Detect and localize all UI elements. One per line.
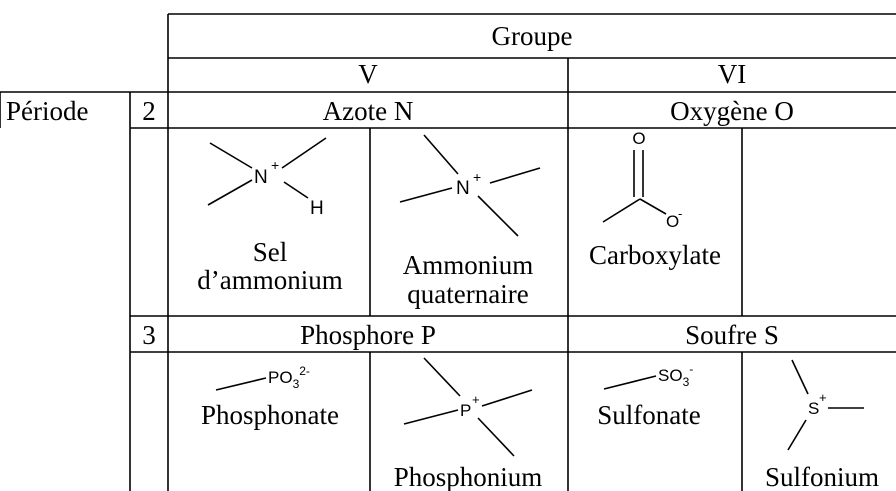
po-charge: 2- — [299, 364, 310, 378]
periode-label: Période — [6, 96, 88, 126]
nitrogen-atom: N — [254, 167, 268, 188]
ammonium-quaternaire-structure: N + — [399, 134, 541, 237]
po-group: PO32- — [268, 364, 310, 391]
element-oxygene: Oxygène O — [670, 96, 794, 126]
so-subscript: 3 — [683, 375, 690, 389]
phosphonate-structure: PO32- — [215, 364, 310, 391]
sulfonate-structure: SO3- — [603, 362, 693, 390]
carboxylate-structure: O O - — [602, 129, 682, 231]
element-azote: Azote N — [323, 96, 414, 126]
table-grid — [0, 13, 896, 491]
phosphorus-atom: P — [460, 401, 471, 420]
hydrogen-atom: H — [310, 198, 324, 219]
plus-charge: + — [271, 157, 279, 173]
sel-label-line2: d’ammonium — [197, 265, 342, 295]
period-2-number: 2 — [142, 96, 156, 126]
ammonium-label-line1: Ammonium — [403, 250, 534, 280]
phosphonium-structure: P + — [403, 357, 533, 457]
oxygen-atom-top: O — [632, 129, 645, 148]
phosphonium-label: Phosphonium — [394, 462, 543, 491]
oxygen-atom-anion: O — [666, 212, 679, 231]
plus-charge: + — [819, 390, 827, 405]
sel-ammonium-structure: N + H — [207, 137, 327, 219]
sulfur-atom: S — [808, 399, 819, 418]
group-v-header: V — [358, 59, 378, 89]
so-charge: - — [689, 362, 693, 376]
sulfonium-label: Sulfonium — [765, 462, 879, 491]
carboxylate-label: Carboxylate — [589, 240, 721, 270]
sel-label-line1: Sel — [253, 237, 288, 267]
groupe-header: Groupe — [492, 21, 573, 51]
po-text: PO — [268, 368, 293, 387]
nitrogen-atom: N — [456, 178, 470, 199]
sulfonate-label: Sulfonate — [597, 400, 700, 430]
plus-charge: + — [473, 169, 481, 185]
sulfonium-structure: S + — [787, 359, 864, 451]
element-phosphore: Phosphore P — [300, 320, 436, 350]
po-subscript: 3 — [293, 377, 300, 391]
ammonium-label-line2: quaternaire — [407, 279, 528, 309]
plus-charge: + — [472, 392, 480, 407]
element-soufre: Soufre S — [685, 320, 779, 350]
minus-charge: - — [678, 206, 682, 221]
so-text: SO — [658, 366, 683, 385]
group-vi-header: VI — [718, 59, 747, 89]
phosphonate-label: Phosphonate — [201, 400, 339, 430]
period-3-number: 3 — [142, 320, 156, 350]
so-group: SO3- — [658, 362, 693, 389]
